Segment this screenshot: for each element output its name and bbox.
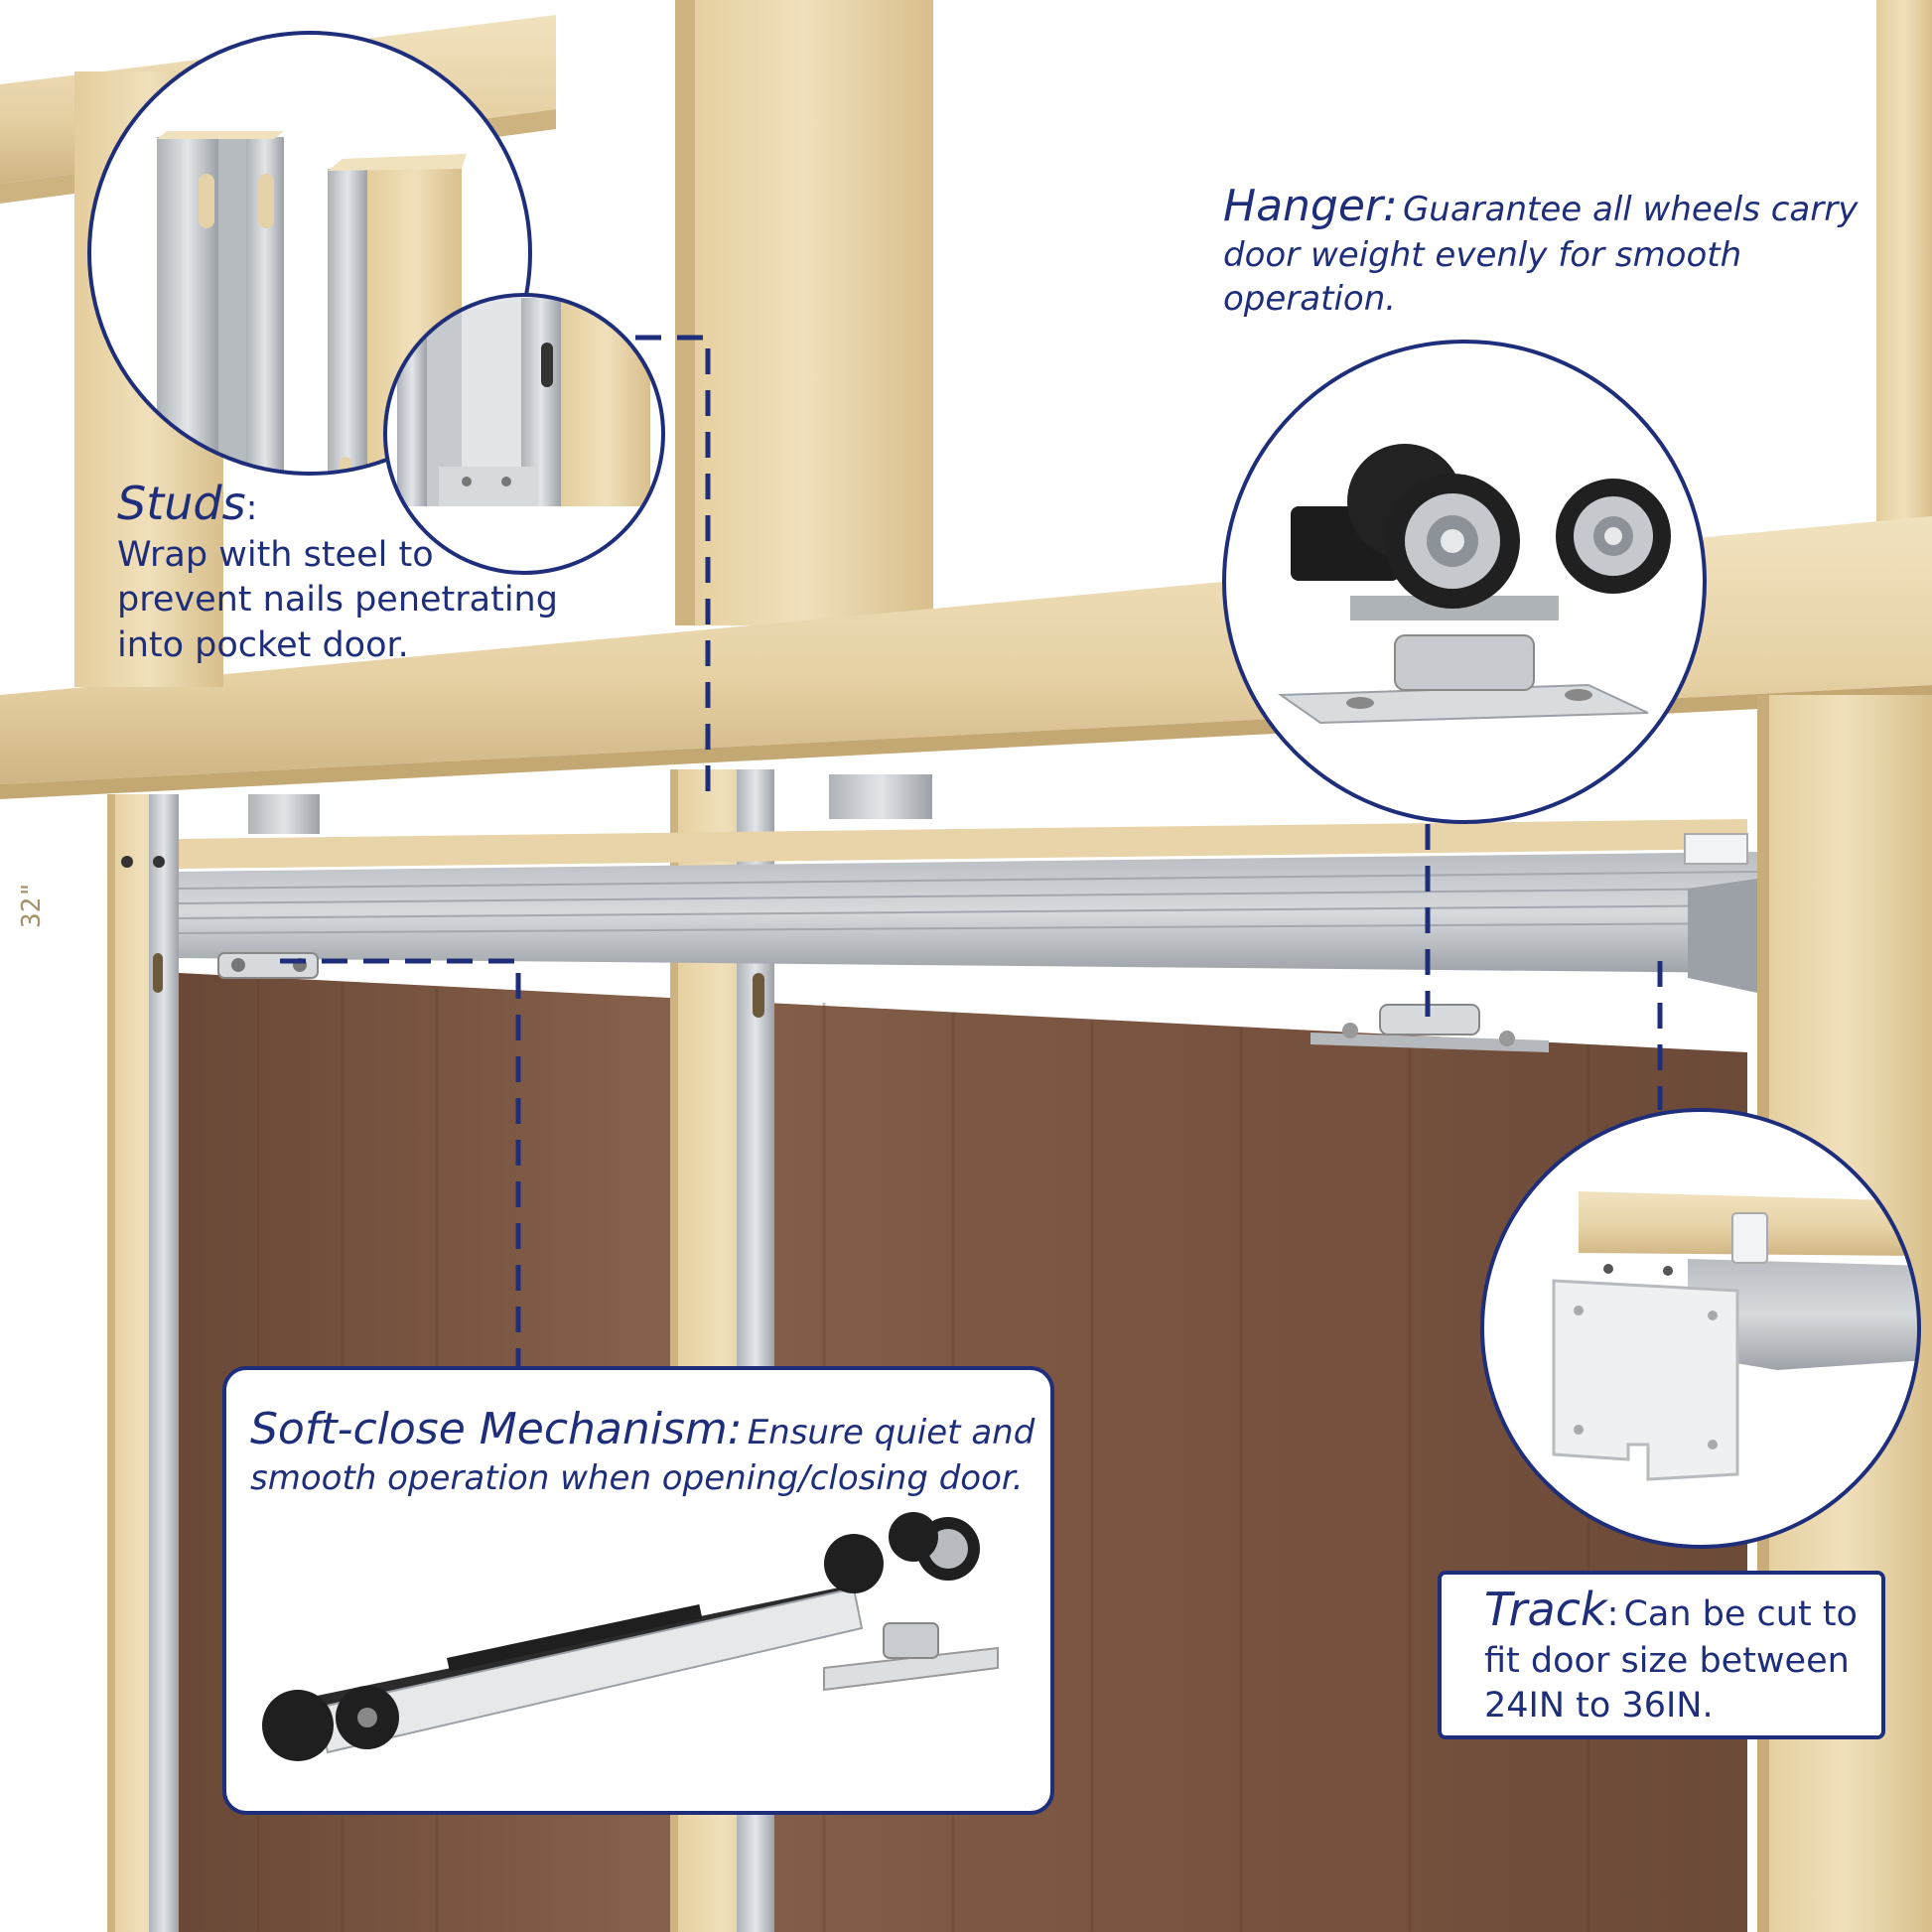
- softclose-callout: Soft-close Mechanism: Ensure quiet and s…: [250, 1402, 1054, 1501]
- track-detail: [1480, 1108, 1921, 1549]
- track-description: Can be cut to fit door size between 24IN…: [1484, 1594, 1858, 1726]
- track-panel: [1438, 1571, 1885, 1739]
- hanger-description: Guarantee all wheels carry door weight e…: [1223, 190, 1859, 319]
- studs-description: Wrap with steel to prevent nails penetra…: [117, 534, 558, 665]
- softclose-title: Soft-close Mechanism:: [250, 1404, 743, 1454]
- softclose-panel: [222, 1366, 1054, 1815]
- soft-close-icon: [262, 1512, 999, 1761]
- left-front-stud: [107, 794, 179, 1932]
- right-back-stud: [1876, 0, 1932, 556]
- track-rail: [178, 819, 1758, 993]
- softclose-hanger: [217, 952, 319, 979]
- studs-title: Studs: [117, 477, 246, 530]
- track-bracket-icon: [1552, 1191, 1919, 1481]
- track-callout: Track: Can be cut to fit door size betwe…: [1484, 1581, 1881, 1729]
- track-hanger: [1311, 1004, 1549, 1052]
- header-mark: 32": [17, 882, 47, 928]
- studs-detail-inset: [383, 293, 665, 575]
- stud-clip: [248, 794, 320, 834]
- hanger-wheel-icon: [1277, 444, 1671, 725]
- hanger-detail: [1222, 340, 1707, 824]
- track-title-suffix: :: [1606, 1594, 1619, 1634]
- stud-clip: [829, 774, 932, 819]
- hanger-title: Hanger:: [1223, 181, 1398, 231]
- track-title: Track: [1484, 1583, 1607, 1636]
- hanger-callout: Hanger: Guarantee all wheels carry door …: [1223, 179, 1918, 321]
- studs-callout: Studs: Wrap with steel to prevent nails …: [117, 475, 574, 668]
- studs-title-suffix: :: [245, 488, 258, 528]
- center-stud: [675, 0, 933, 625]
- leader-lines: [280, 335, 1663, 1366]
- steel-stud-icon: [397, 298, 650, 506]
- center-stud-edge: [675, 0, 695, 625]
- softclose-description: Ensure quiet and smooth operation when o…: [250, 1413, 1035, 1499]
